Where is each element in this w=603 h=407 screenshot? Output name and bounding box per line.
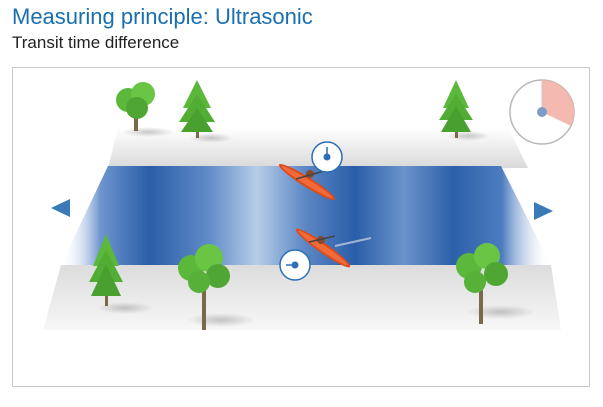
ultrasonic-sensor-icon — [311, 141, 343, 173]
river — [61, 166, 551, 265]
river-diagram — [43, 79, 575, 330]
tree-icon — [439, 80, 473, 138]
diagram-panel — [12, 67, 590, 387]
tree-icon — [456, 243, 508, 324]
kayak-icon — [295, 228, 372, 268]
page-title: Measuring principle: Ultrasonic — [12, 4, 313, 29]
kayak-icon — [278, 164, 336, 200]
tree-icon — [89, 234, 123, 306]
arrow-right-icon — [534, 202, 553, 220]
tree-icon — [116, 82, 155, 131]
tree-icon — [179, 80, 215, 138]
gauge-icon — [509, 79, 575, 145]
page-subtitle: Transit time difference — [12, 33, 180, 52]
ultrasonic-sensor-icon — [279, 249, 311, 281]
near-bank — [43, 265, 561, 330]
tree-icon — [178, 244, 230, 330]
arrow-left-icon — [51, 199, 70, 217]
